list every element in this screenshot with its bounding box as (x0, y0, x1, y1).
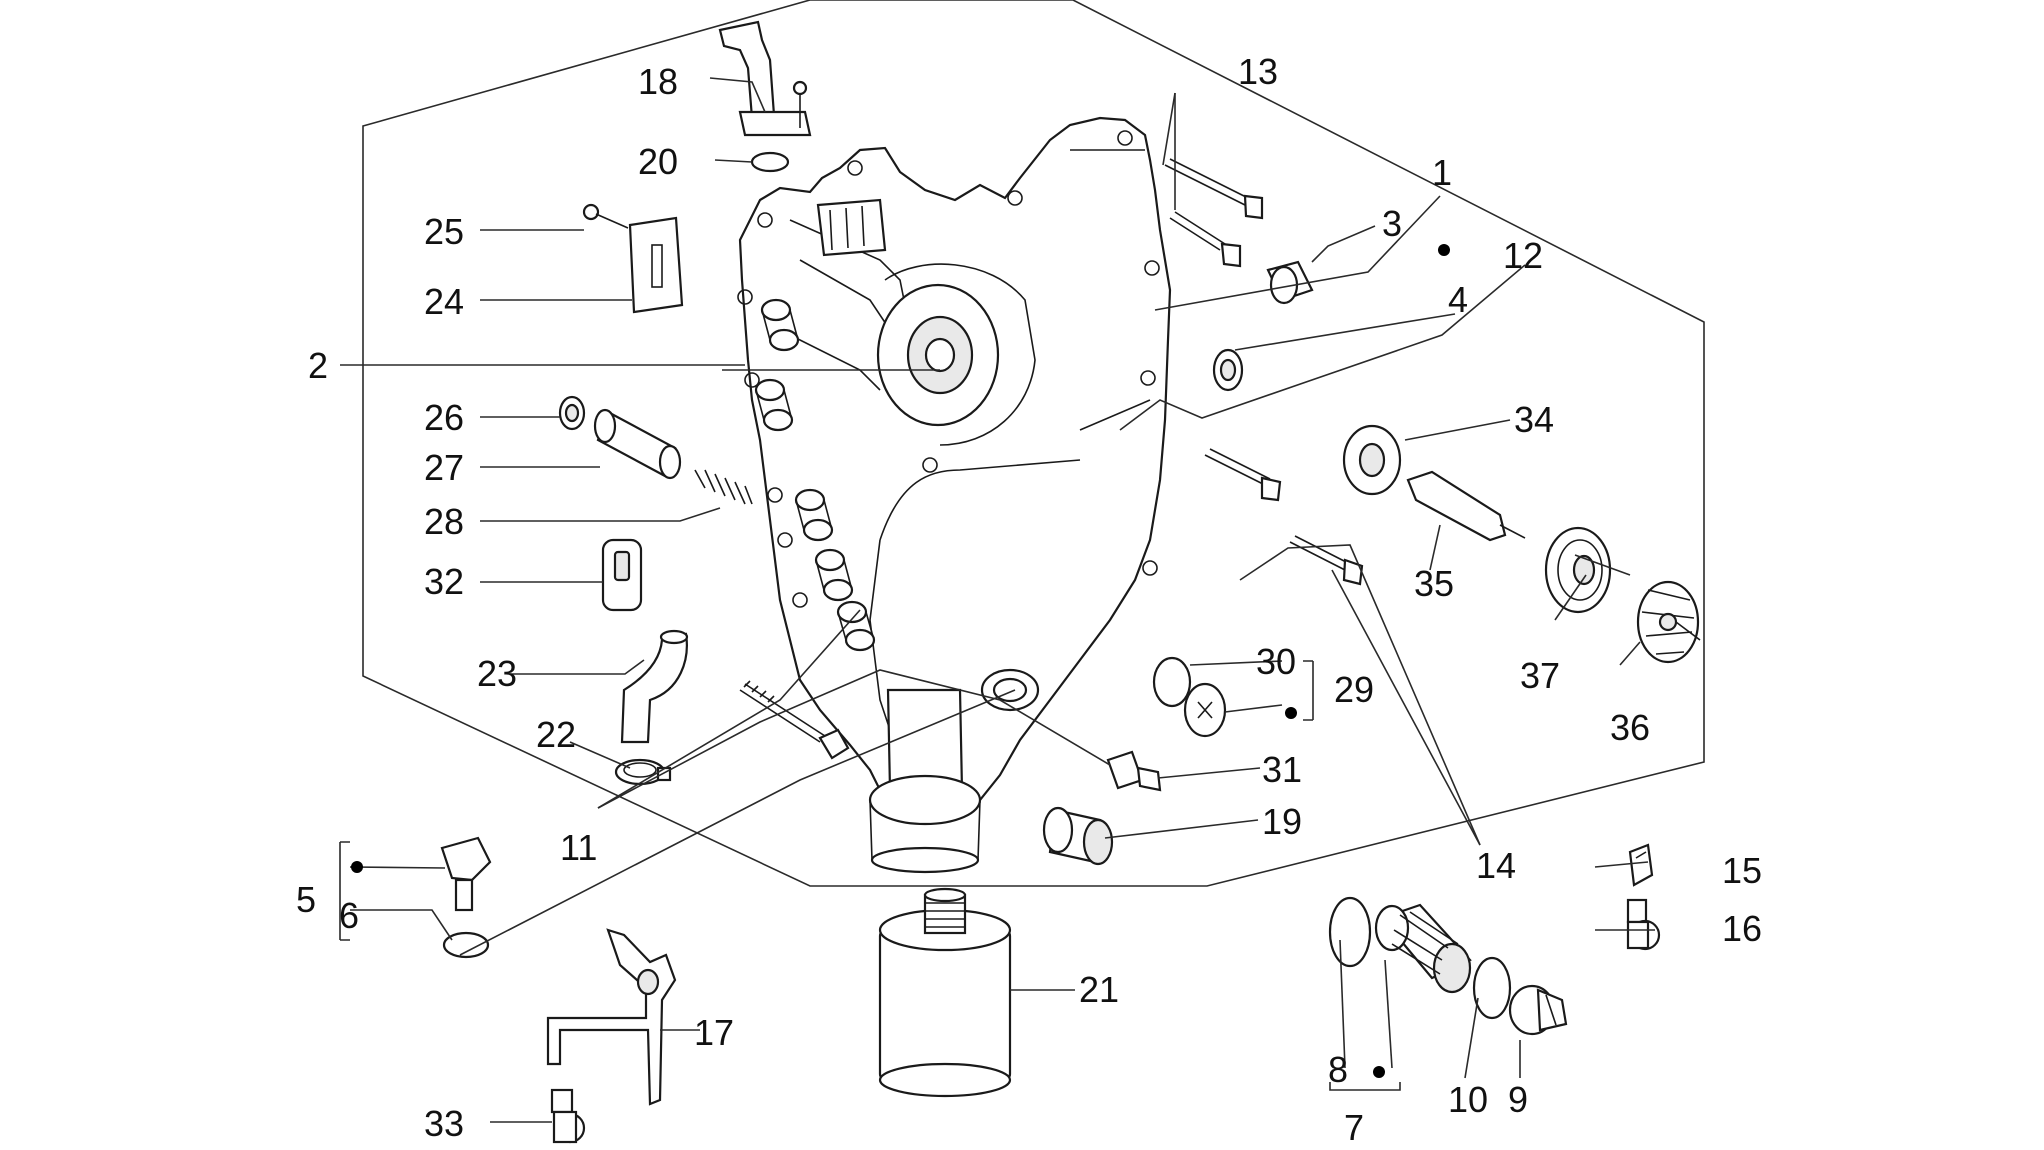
part-17-bracket (546, 928, 677, 1106)
part-15-clip (1628, 843, 1654, 887)
callout-28: 28 (424, 501, 464, 542)
part-26-seal (558, 395, 586, 431)
part-18-elbow-pipe (718, 20, 812, 137)
callout-37: 37 (1520, 655, 1560, 696)
part-9-drain-plug (1508, 984, 1568, 1036)
part-14-bolt (1289, 535, 1364, 586)
part-25-screw (582, 203, 629, 229)
part-33-clip (550, 1088, 586, 1144)
callout-6: 6 (339, 895, 359, 936)
callout-10: 10 (1448, 1079, 1488, 1120)
part-31-sensor (1106, 750, 1162, 792)
callout-33: 33 (424, 1103, 464, 1144)
callout-24: 24 (424, 281, 464, 322)
part-32-grommet (601, 538, 643, 612)
part-16-clamp (1626, 898, 1661, 951)
part-21-oil-filter (878, 887, 1012, 1098)
part-3-plug (1266, 260, 1314, 305)
callout-19: 19 (1262, 801, 1302, 842)
part-19-bush (1042, 806, 1114, 866)
part-30-washer (1152, 656, 1192, 708)
callout-15: 15 (1722, 850, 1762, 891)
callout-labels: 1 2 3 4 5 6 7 8 9 10 11 12 13 14 15 16 1… (296, 51, 1762, 1148)
callout-1: 1 (1432, 152, 1452, 193)
part-34-bearing (1342, 424, 1402, 496)
callout-2: 2 (308, 345, 328, 386)
callout-5: 5 (296, 879, 316, 920)
callout-26: 26 (424, 397, 464, 438)
part-13-bolts (1164, 158, 1264, 268)
callout-17: 17 (694, 1012, 734, 1053)
assembly-boundary (362, 0, 1705, 887)
callout-3: 3 (1382, 203, 1402, 244)
callout-18: 18 (638, 61, 678, 102)
callout-32: 32 (424, 561, 464, 602)
part-35-shaft (1406, 470, 1526, 542)
callout-11: 11 (560, 827, 597, 868)
callout-23: 23 (477, 653, 517, 694)
callout-14: 14 (1476, 845, 1516, 886)
callout-36: 36 (1610, 707, 1650, 748)
callout-8: 8 (1328, 1049, 1348, 1090)
callout-35: 35 (1414, 563, 1454, 604)
callout-21: 21 (1079, 969, 1119, 1010)
part-28-spring (694, 469, 753, 505)
callout-25: 25 (424, 211, 464, 252)
callout-30: 30 (1256, 641, 1296, 682)
callout-27: 27 (424, 447, 464, 488)
kit-dot-1 (1438, 244, 1450, 256)
part-12-bolt (1204, 448, 1282, 502)
part-37-pump-seal (1544, 526, 1612, 614)
part-4-seal (1212, 348, 1244, 392)
part-5-dipstick (440, 836, 492, 912)
leader-lines (339, 77, 1655, 1123)
kit-dot-29 (1285, 707, 1297, 719)
callout-31: 31 (1262, 749, 1302, 790)
part-7-strainer (1374, 903, 1472, 994)
part-24-plate (628, 216, 684, 314)
callout-13: 13 (1238, 51, 1278, 92)
callout-9: 9 (1508, 1079, 1528, 1120)
part-36-impeller (1636, 580, 1701, 664)
part-10-oring (1472, 956, 1512, 1020)
callout-22: 22 (536, 714, 576, 755)
callout-29: 29 (1334, 669, 1374, 710)
part-11-bolt (739, 680, 850, 760)
part-23-hose (620, 629, 689, 744)
part-20-oring (750, 151, 790, 173)
part-6-oring (442, 931, 490, 959)
kit-dot-7 (1373, 1066, 1385, 1078)
callout-34: 34 (1514, 399, 1554, 440)
callout-20: 20 (638, 141, 678, 182)
callout-7: 7 (1344, 1107, 1364, 1145)
callout-12: 12 (1503, 235, 1543, 276)
callout-16: 16 (1722, 908, 1762, 949)
kit-dot-5 (351, 861, 363, 873)
crankcase-cover (737, 116, 1172, 874)
part-8-oring (1328, 896, 1372, 968)
part-27-sleeve (593, 408, 682, 480)
part-29-plug (1183, 682, 1227, 738)
callout-4: 4 (1448, 279, 1468, 320)
